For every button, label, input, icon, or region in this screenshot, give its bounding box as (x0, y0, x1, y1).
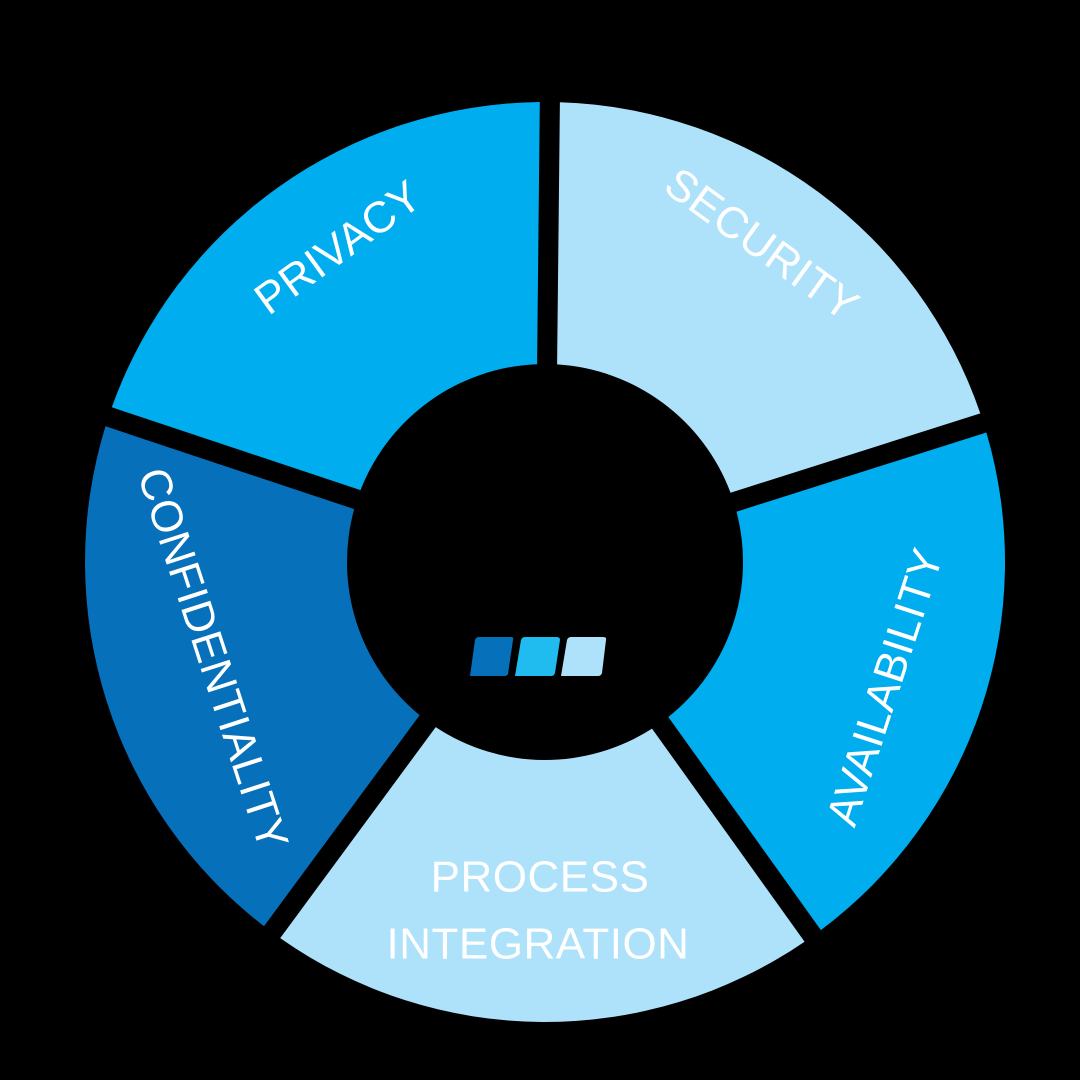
logo-bar-3 (561, 637, 607, 676)
segment-availability[interactable]: AVAILABILITY (668, 432, 1006, 931)
logo-bar-2 (515, 637, 560, 676)
segment-process-integration-shape (280, 727, 805, 1022)
segment-process-integration-label-line1: PROCESS (431, 853, 650, 902)
segment-process-integration[interactable]: PROCESS INTEGRATION (280, 727, 805, 1022)
center-hole (349, 366, 741, 758)
segment-availability-shape (668, 432, 1006, 931)
logo-bar-1 (470, 637, 514, 676)
segment-security-shape (557, 102, 981, 493)
three-bar-logo-icon (470, 637, 607, 676)
segment-privacy[interactable]: PRIVACY (111, 102, 540, 491)
segment-security[interactable]: SECURITY (557, 102, 981, 493)
segment-privacy-shape (111, 102, 540, 491)
segment-process-integration-label-line2: INTEGRATION (387, 920, 690, 969)
segment-confidentiality-shape (85, 426, 420, 927)
segment-confidentiality[interactable]: CONFIDENTIALITY (85, 426, 420, 927)
